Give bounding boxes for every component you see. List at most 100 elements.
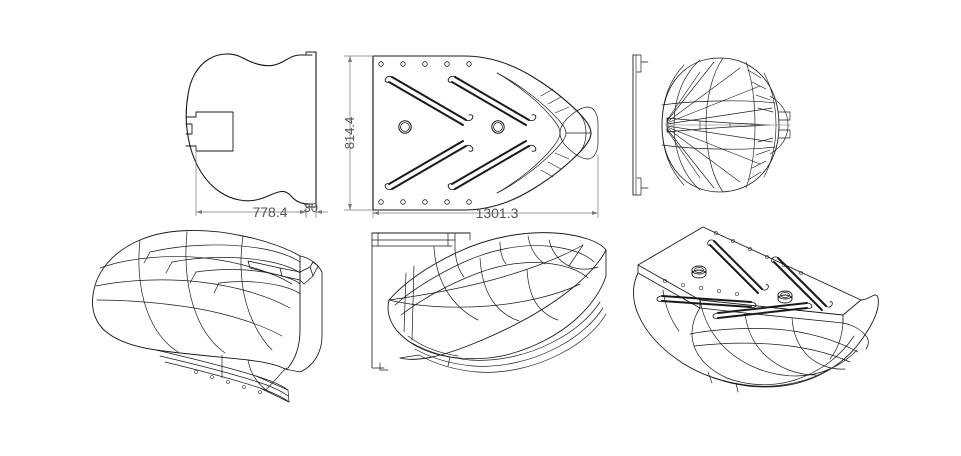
front-view-latitude-2	[661, 144, 776, 150]
dimension-flange-30	[296, 206, 328, 218]
iso-right-view	[633, 226, 879, 393]
iso-left-deck-edge-1	[149, 244, 301, 263]
iso-center-shell-2	[400, 262, 589, 316]
iso-left-top-contour	[92, 230, 301, 296]
iso-center-taper-bottom	[388, 283, 581, 308]
iso-center-shell-1	[394, 245, 595, 306]
iso-left-keel-closing	[255, 375, 290, 403]
iso-center-hull-mid	[399, 249, 607, 360]
plate-counterbore-hole-left	[398, 120, 412, 134]
iso-left-keel-line-1	[155, 349, 289, 391]
iso-center-taper-top	[388, 244, 584, 301]
iso-left-keel-line-2	[159, 355, 289, 397]
iso-left-long-3	[96, 299, 283, 337]
front-view-right-step-upper	[778, 111, 791, 121]
plate-nose-rib-upper-2	[496, 72, 561, 134]
iso-center-keel-3	[418, 313, 607, 373]
plate-nose-rib-upper-1	[496, 72, 567, 134]
side-profile-view	[185, 51, 317, 208]
dimension-text-30: 30	[304, 200, 318, 215]
plate-tip-outer-curve	[587, 106, 599, 160]
dimension-text-layer: 778.4 30 814.4 1301.3	[252, 117, 518, 221]
iso-right-hull-nose-rib	[662, 289, 680, 332]
iso-center-keel-2	[414, 307, 604, 367]
iso-right-slot-lower-left	[656, 295, 757, 308]
iso-left-band-1	[138, 239, 179, 353]
plate-nose-rib-lower-2	[496, 132, 561, 194]
dimension-length-1301	[372, 155, 599, 218]
dimension-text-778: 778.4	[252, 204, 287, 220]
front-view-right-step-lower	[778, 129, 791, 139]
plate-plan-view	[372, 55, 599, 211]
plate-nose-rib-lower-1	[496, 132, 567, 194]
front-view-flange-top-bracket	[632, 54, 649, 73]
iso-center-rib-1	[433, 246, 479, 321]
plate-slot-upper-left	[384, 75, 474, 126]
plate-nose-hatch-lower	[540, 152, 570, 178]
side-profile-outline	[185, 53, 313, 205]
iso-right-hull-waterline-1	[693, 342, 851, 363]
iso-right-hull-waterline-2	[689, 328, 859, 353]
front-view-flange-bottom-bracket	[632, 177, 649, 196]
iso-right-hull-cavity-rib-2	[791, 317, 846, 370]
plate-counterbore-hole-right	[491, 120, 505, 134]
iso-right-hull-inner-bottom	[726, 335, 855, 386]
plate-bolt-holes-top	[378, 61, 472, 67]
iso-center-hull-nose-lower	[387, 299, 451, 358]
iso-left-deck-ticks	[143, 251, 220, 294]
plate-tip-curve-upper	[559, 106, 589, 134]
iso-right-slot-lower-right	[712, 302, 813, 319]
iso-center-stern-facet-3	[527, 235, 546, 265]
iso-left-nose-contour	[92, 294, 157, 351]
front-view-rib-hatch-upper	[747, 69, 774, 113]
dimension-text-1301: 1301.3	[476, 205, 519, 221]
front-view-latitude-1	[661, 100, 776, 106]
iso-left-band-3	[240, 235, 273, 351]
dimension-layer	[195, 55, 599, 218]
iso-center-rib-short-2	[499, 241, 507, 265]
iso-right-hull-lower-fold	[683, 363, 831, 387]
iso-left-deck-edge-4	[218, 281, 301, 295]
iso-right-hull-cavity-rib-1	[744, 312, 817, 376]
iso-right-hull-stern-curve	[842, 322, 869, 350]
iso-center-rib-short-1	[454, 249, 465, 278]
plate-slot-upper-right	[447, 75, 537, 126]
iso-left-fin-tip	[309, 261, 319, 277]
iso-left-long-2	[95, 279, 291, 309]
iso-right-hull-fold-ticks	[707, 371, 739, 393]
iso-center-nose-verticals	[403, 265, 415, 341]
plate-tip-inner-curve	[577, 111, 587, 155]
iso-right-boss-left	[691, 265, 707, 279]
front-wireframe-view	[632, 54, 791, 196]
front-view-blade-lines-lower	[666, 125, 773, 189]
iso-center-rib-3	[526, 269, 559, 321]
dimension-text-814: 814.4	[342, 117, 357, 150]
iso-left-stern-panel	[247, 359, 286, 391]
iso-center-plate-corner	[379, 362, 389, 371]
iso-left-keel-end	[287, 389, 290, 403]
iso-center-stern-facet-2	[568, 265, 599, 270]
iso-left-transom-right	[284, 255, 301, 370]
front-view-meridian-2	[661, 64, 685, 186]
iso-center-rib-2	[479, 257, 520, 322]
iso-right-plate-front-thickness	[699, 307, 844, 324]
front-view-rib-hatch-lower	[747, 137, 774, 181]
iso-left-band-2	[185, 231, 226, 354]
iso-center-hull-bottom	[449, 275, 607, 360]
front-view-blade-lines-upper	[666, 61, 773, 125]
iso-center-keel-1	[411, 301, 601, 361]
plate-bolt-holes-bottom	[378, 199, 472, 205]
iso-right-plate-edge-holes-upper	[714, 231, 803, 275]
iso-right-hull-cavity-rib-3	[829, 322, 844, 360]
iso-left-view	[92, 230, 323, 403]
iso-right-plate-edge-holes-lower	[663, 279, 739, 296]
side-profile-recess-step	[185, 123, 193, 135]
iso-right-boss-right	[777, 290, 793, 304]
plate-tip-curve-lower	[559, 132, 589, 160]
iso-left-deck-edge-2	[171, 257, 301, 274]
iso-right-slot-upper-right	[771, 256, 833, 311]
iso-center-keel-0	[407, 335, 459, 357]
